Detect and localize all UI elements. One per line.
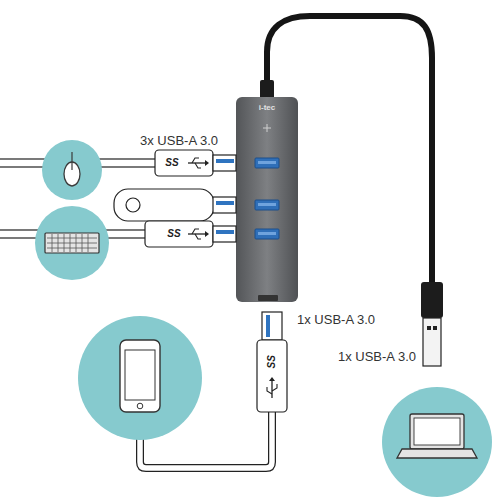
hub-body bbox=[263, 128, 271, 129]
usb-a-plug bbox=[272, 384, 277, 391]
port-count-label: 1x USB-A 3.0 bbox=[297, 313, 375, 328]
usb-a-plug bbox=[269, 377, 275, 381]
usb-a-plug bbox=[192, 229, 199, 234]
usb-a-plug bbox=[192, 158, 199, 163]
usb-a-plug bbox=[195, 163, 201, 168]
laptop-icon bbox=[382, 387, 492, 497]
keyboard-icon bbox=[52, 234, 53, 252]
hub-body bbox=[258, 203, 276, 206]
usb-a-plug bbox=[266, 315, 270, 337]
keyboard-icon bbox=[58, 234, 59, 252]
port-count-label: 3x USB-A 3.0 bbox=[140, 134, 218, 149]
usb-a-plug bbox=[155, 150, 236, 176]
mouse-icon bbox=[71, 152, 72, 162]
keyboard-icon bbox=[82, 234, 83, 252]
keyboard-icon bbox=[47, 238, 97, 239]
usb-a-plug bbox=[271, 381, 272, 398]
flash-drive bbox=[216, 201, 234, 205]
usb-a-plug bbox=[257, 340, 287, 412]
mouse-icon bbox=[71, 162, 72, 170]
laptop-icon bbox=[410, 414, 464, 449]
usb-a-plug bbox=[188, 162, 205, 163]
usb-a-plug bbox=[155, 150, 213, 176]
usb-logo: SS bbox=[266, 355, 278, 368]
phone-icon bbox=[78, 316, 202, 440]
usb-a-plug bbox=[145, 221, 213, 247]
mouse-icon bbox=[42, 140, 102, 200]
phone-icon bbox=[78, 316, 202, 440]
usb-a-plug bbox=[195, 234, 201, 239]
keyboard-icon bbox=[88, 234, 89, 252]
flash-drive bbox=[114, 189, 236, 221]
usb-a-plug bbox=[205, 231, 209, 237]
keyboard-icon bbox=[64, 234, 65, 252]
laptop-icon bbox=[382, 387, 492, 497]
phone-icon bbox=[120, 340, 160, 412]
brand-logo: i-tec bbox=[259, 103, 275, 112]
hub-body bbox=[255, 200, 279, 210]
flash-drive bbox=[213, 197, 236, 213]
hub-body bbox=[255, 229, 279, 239]
phone-icon bbox=[125, 350, 155, 400]
mouse-icon bbox=[64, 162, 80, 186]
usb-a-plug bbox=[216, 230, 234, 234]
usb-a-plug bbox=[216, 159, 234, 163]
laptop-icon bbox=[414, 418, 460, 445]
hub-body bbox=[258, 295, 278, 301]
flash-drive bbox=[126, 198, 140, 212]
hub-body bbox=[236, 97, 298, 302]
usb-a-plug bbox=[421, 282, 443, 366]
hub-body bbox=[258, 232, 276, 235]
keyboard-icon bbox=[35, 206, 109, 280]
usb-a-plug bbox=[205, 160, 209, 166]
usb-logo: SS bbox=[167, 228, 180, 240]
keyboard-icon bbox=[70, 234, 71, 252]
keyboard-icon bbox=[47, 248, 97, 249]
flash-drive bbox=[114, 189, 214, 221]
usb-a-plug bbox=[421, 282, 443, 318]
keyboard-icon bbox=[35, 206, 109, 280]
usb-a-plug bbox=[145, 221, 236, 247]
usb-a-plug bbox=[188, 233, 205, 234]
hub-body bbox=[255, 158, 279, 168]
usb-logo: SS bbox=[165, 157, 178, 169]
usb-a-plug bbox=[267, 387, 272, 394]
keyboard-icon bbox=[76, 234, 77, 252]
usb-a-plug bbox=[213, 226, 236, 242]
usb-a-plug bbox=[262, 312, 282, 340]
keyboard-icon bbox=[47, 243, 97, 244]
laptop-icon bbox=[397, 449, 477, 458]
mouse-icon bbox=[42, 140, 102, 200]
phone-icon bbox=[137, 403, 143, 409]
usb-a-plug bbox=[213, 155, 236, 171]
keyboard-icon bbox=[45, 233, 99, 253]
usb-a-plug bbox=[257, 312, 287, 412]
port-count-label: 1x USB-A 3.0 bbox=[338, 350, 416, 365]
usb-a-plug bbox=[427, 326, 431, 330]
usb-a-plug bbox=[433, 326, 437, 330]
hub-body bbox=[236, 97, 298, 302]
usb-a-plug bbox=[423, 318, 441, 366]
hub-body bbox=[258, 161, 276, 164]
